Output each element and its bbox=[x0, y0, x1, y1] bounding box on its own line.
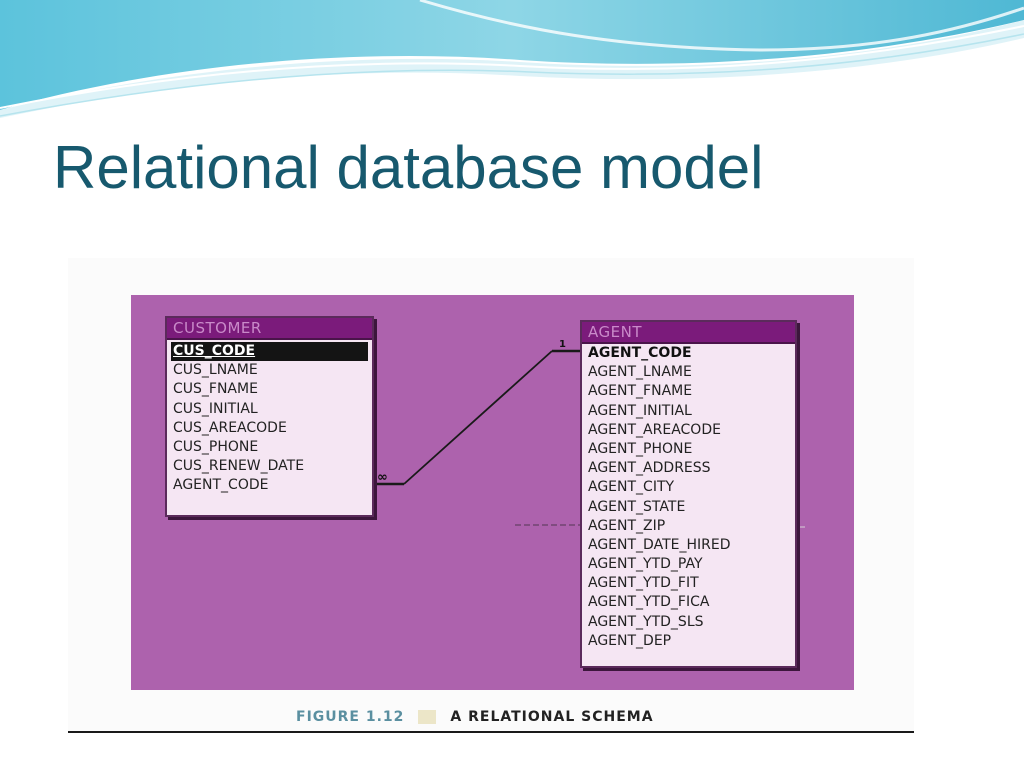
agent-field-agent-dep: AGENT_DEP bbox=[588, 632, 672, 649]
figure-number: FIGURE 1.12 bbox=[296, 709, 405, 725]
customer-field-cus-areacode: CUS_AREACODE bbox=[173, 419, 287, 436]
customer-field-cus-lname: CUS_LNAME bbox=[173, 362, 258, 379]
agent-field-agent-phone: AGENT_PHONE bbox=[588, 440, 693, 457]
agent-field-agent-areacode: AGENT_AREACODE bbox=[588, 421, 721, 438]
figure-caption: FIGURE 1.12 A RELATIONAL SCHEMA bbox=[296, 707, 654, 727]
caption-swatch-icon bbox=[418, 710, 437, 724]
customer-field-cus-code: CUS_CODE bbox=[171, 342, 368, 362]
customer-field-cus-phone: CUS_PHONE bbox=[173, 438, 259, 455]
agent-field-agent-ytd-fica: AGENT_YTD_FICA bbox=[588, 594, 710, 611]
agent-field-agent-state: AGENT_STATE bbox=[588, 498, 686, 515]
agent-field-agent-code: AGENT_CODE bbox=[588, 345, 692, 361]
customer-field-agent-code: AGENT_CODE bbox=[173, 477, 269, 494]
customer-field-list: CUS_CODE CUS_LNAME CUS_FNAME CUS_INITIAL… bbox=[167, 342, 372, 496]
agent-field-agent-initial: AGENT_INITIAL bbox=[588, 402, 692, 419]
agent-field-agent-zip: AGENT_ZIP bbox=[588, 517, 666, 534]
figure-title: A RELATIONAL SCHEMA bbox=[450, 709, 654, 725]
agent-field-agent-fname: AGENT_FNAME bbox=[588, 383, 693, 400]
customer-field-cus-fname: CUS_FNAME bbox=[173, 381, 258, 398]
customer-field-cus-initial: CUS_INITIAL bbox=[173, 400, 258, 417]
bottom-divider bbox=[68, 731, 914, 733]
agent-field-agent-address: AGENT_ADDRESS bbox=[588, 460, 711, 477]
agent-field-agent-city: AGENT_CITY bbox=[588, 479, 675, 496]
customer-table: CUSTOMER CUS_CODE CUS_LNAME CUS_FNAME CU… bbox=[165, 316, 374, 517]
agent-field-agent-ytd-sls: AGENT_YTD_SLS bbox=[588, 613, 704, 630]
agent-table-header: AGENT bbox=[582, 322, 795, 344]
agent-field-agent-lname: AGENT_LNAME bbox=[588, 364, 692, 381]
agent-table: AGENT AGENT_CODE AGENT_LNAME AGENT_FNAME… bbox=[580, 320, 797, 668]
customer-field-cus-renew-date: CUS_RENEW_DATE bbox=[173, 458, 305, 475]
slide-title: Relational database model bbox=[53, 134, 764, 201]
agent-field-agent-date-hired: AGENT_DATE_HIRED bbox=[588, 536, 731, 553]
agent-field-agent-ytd-pay: AGENT_YTD_PAY bbox=[588, 556, 703, 573]
decorative-wave-banner bbox=[0, 0, 1024, 118]
customer-table-header: CUSTOMER bbox=[167, 318, 372, 340]
agent-field-agent-ytd-fit: AGENT_YTD_FIT bbox=[588, 575, 699, 592]
agent-field-list: AGENT_CODE AGENT_LNAME AGENT_FNAME AGENT… bbox=[582, 344, 795, 651]
